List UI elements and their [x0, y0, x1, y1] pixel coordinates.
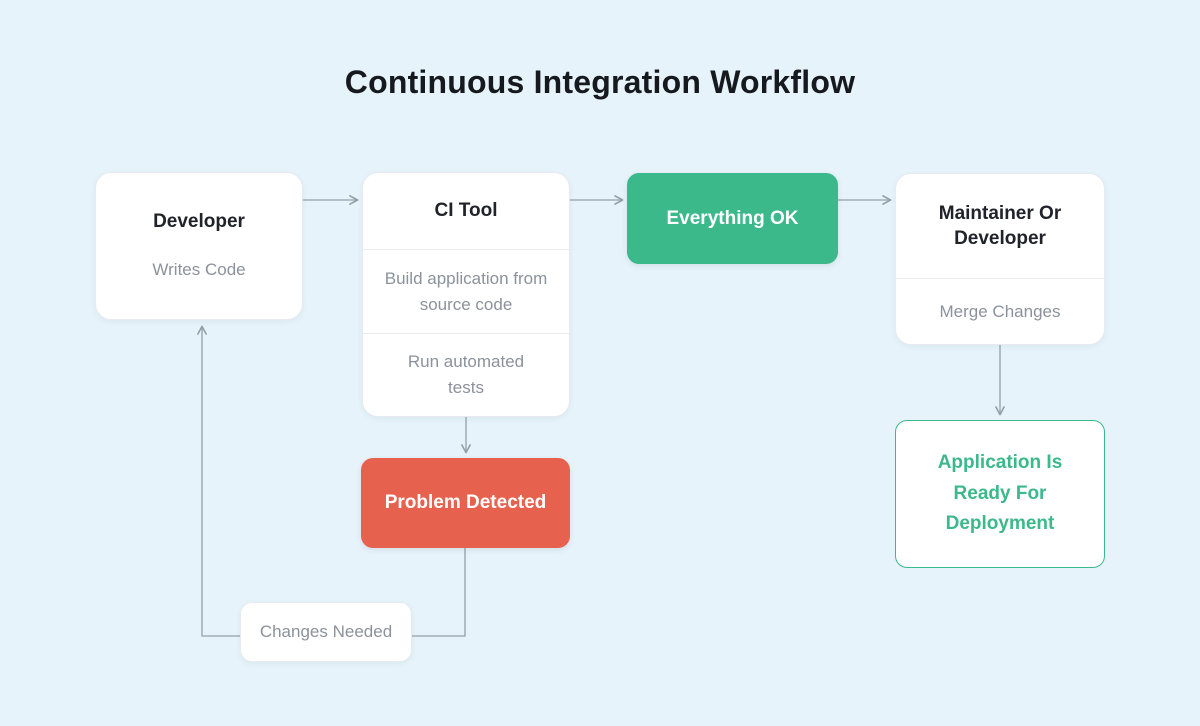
- node-everything-ok: Everything OK: [627, 173, 838, 264]
- developer-subtitle: Writes Code: [152, 260, 246, 280]
- maintainer-title: Maintainer Or Developer: [938, 202, 1062, 250]
- node-changes-needed: Changes Needed: [240, 602, 412, 662]
- ci-tool-step-build: Build application from source code: [363, 249, 569, 332]
- everything-ok-label: Everything OK: [666, 207, 799, 229]
- node-developer: Developer Writes Code: [95, 172, 303, 320]
- node-maintainer: Maintainer Or Developer Merge Changes: [895, 173, 1105, 345]
- maintainer-subtitle: Merge Changes: [896, 278, 1104, 344]
- problem-detected-label: Problem Detected: [384, 492, 547, 513]
- node-problem-detected: Problem Detected: [361, 458, 570, 548]
- developer-title: Developer: [153, 211, 245, 233]
- diagram-title: Continuous Integration Workflow: [344, 64, 856, 100]
- node-ci-tool: CI Tool Build application from source co…: [362, 172, 570, 417]
- ci-tool-title: CI Tool: [434, 200, 498, 222]
- application-ready-label: Application Is Ready For Deployment: [937, 452, 1063, 535]
- changes-needed-label: Changes Needed: [259, 622, 393, 641]
- ci-tool-step-test: Run automated tests: [363, 332, 569, 416]
- node-application-ready: Application Is Ready For Deployment: [895, 420, 1105, 568]
